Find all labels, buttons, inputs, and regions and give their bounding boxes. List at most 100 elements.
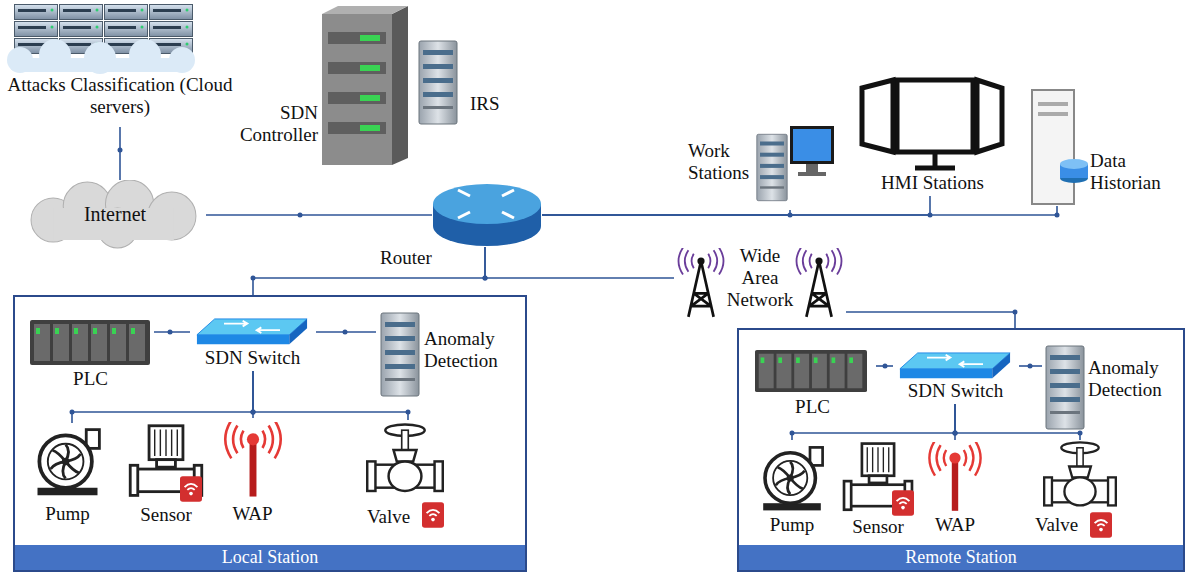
junction-dot (883, 364, 888, 369)
wap: WAP (920, 440, 991, 538)
valve-icon (367, 424, 443, 491)
anomaly-detection: Anomaly Detection (376, 310, 524, 402)
junction-dot (298, 213, 303, 218)
junction-dot (1055, 213, 1060, 218)
sdn-controller: SDN Controller (232, 10, 410, 168)
junction-dot (406, 410, 411, 415)
junction-dot (251, 410, 256, 415)
node-label: WAP (920, 514, 990, 536)
junction-dot (251, 410, 256, 415)
node-label: PLC (750, 396, 875, 418)
network-link (955, 404, 1080, 440)
wifi-badge (892, 490, 914, 516)
node-label: Work Stations (688, 140, 754, 184)
node-label: Anomaly Detection (424, 328, 522, 372)
sensor: Sensor (122, 423, 211, 528)
network-link (542, 206, 1057, 215)
server-icon (381, 313, 419, 396)
junction-dot (118, 148, 123, 153)
junction-dot (251, 276, 256, 281)
server-icon (1046, 346, 1084, 429)
node-label: Valve (1035, 514, 1090, 536)
junction-dot (790, 431, 795, 436)
node-label: Wide Area Network (722, 245, 798, 311)
node-label: Router (380, 247, 440, 269)
node-label: SDN Switch (190, 347, 315, 369)
pump: Pump (752, 440, 833, 538)
junction-dot (483, 276, 488, 281)
cloud-servers: Attacks Classification (Cloud servers) (0, 2, 241, 127)
wifi-badge (422, 502, 444, 528)
plc: PLC (750, 348, 876, 423)
station-title: Remote Station (739, 545, 1183, 570)
pump-icon (763, 447, 822, 510)
node-label: Sensor (838, 516, 918, 538)
switch-icon (900, 353, 1010, 378)
node-label: SDN Controller (232, 102, 318, 146)
node-label: Pump (752, 514, 832, 536)
radio-tower (679, 248, 724, 317)
plc-icon (755, 350, 867, 392)
valve: Valve (355, 420, 455, 530)
internet-cloud: Internet (25, 180, 206, 250)
junction-dot (70, 410, 75, 415)
plc: PLC (28, 318, 154, 393)
junction-dot (343, 330, 348, 335)
controller-tower (322, 6, 408, 165)
hmi-stations: HMI Stations (860, 72, 1006, 196)
station-band: Remote Station (739, 545, 1183, 570)
wifi-badge (180, 476, 202, 502)
network-link (206, 214, 432, 216)
junction-dot (1013, 310, 1018, 315)
node-label: PLC (28, 368, 153, 390)
plc-icon (30, 320, 150, 365)
cloud-servers-icon (7, 5, 195, 75)
node-label: Sensor (122, 504, 210, 526)
router: Router (432, 183, 542, 247)
junction-dot (483, 276, 488, 281)
router-icon (433, 184, 541, 246)
station-band: Local Station (15, 545, 525, 570)
node-label: Internet (25, 203, 205, 225)
node-label: IRS (470, 93, 510, 115)
node-label: Data Historian (1090, 150, 1180, 194)
sdn-switch: SDN Switch (190, 318, 316, 371)
network-link (253, 247, 485, 295)
wap: WAP (215, 418, 291, 528)
station-title: Local Station (15, 545, 525, 570)
node-label: Valve (367, 506, 417, 528)
wifi-badge (1090, 512, 1112, 538)
node-label: Anomaly Detection (1088, 357, 1180, 401)
station-box: Remote Station PLC SDN Switch Anomaly Detec… (737, 328, 1185, 572)
hmi-monitor-icon (862, 80, 1002, 168)
pump-icon (38, 430, 100, 496)
network-link (542, 196, 930, 215)
node-label: WAP (215, 503, 290, 525)
node-label: Attacks Classification (Cloud servers) (0, 74, 240, 118)
pump: Pump (25, 423, 111, 528)
work-stations: Work Stations (688, 118, 834, 210)
radio-tower (797, 248, 842, 317)
node-label: HMI Stations (860, 172, 1005, 194)
wap-icon (225, 420, 280, 496)
data-historian: Data Historian (1028, 88, 1182, 206)
node-label: SDN Switch (893, 380, 1018, 402)
workstation-icon (757, 126, 834, 201)
network-link (119, 127, 121, 180)
irs-server (419, 41, 457, 124)
switch-icon (197, 319, 307, 344)
junction-dot (953, 431, 958, 436)
anomaly-detection: Anomaly Detection (1042, 343, 1182, 433)
valve-icon (1044, 442, 1116, 505)
junction-dot (953, 431, 958, 436)
network-link (846, 312, 1015, 328)
sdn-switch: SDN Switch (893, 352, 1019, 404)
network-link (485, 247, 674, 278)
historian-icon (1032, 90, 1088, 204)
wap-icon (929, 440, 980, 510)
junction-dot (168, 330, 173, 335)
station-box: Local Station PLC SDN Switch Anomaly Detect… (13, 295, 527, 572)
node-label: Pump (25, 503, 110, 525)
junction-dot (1028, 364, 1033, 369)
